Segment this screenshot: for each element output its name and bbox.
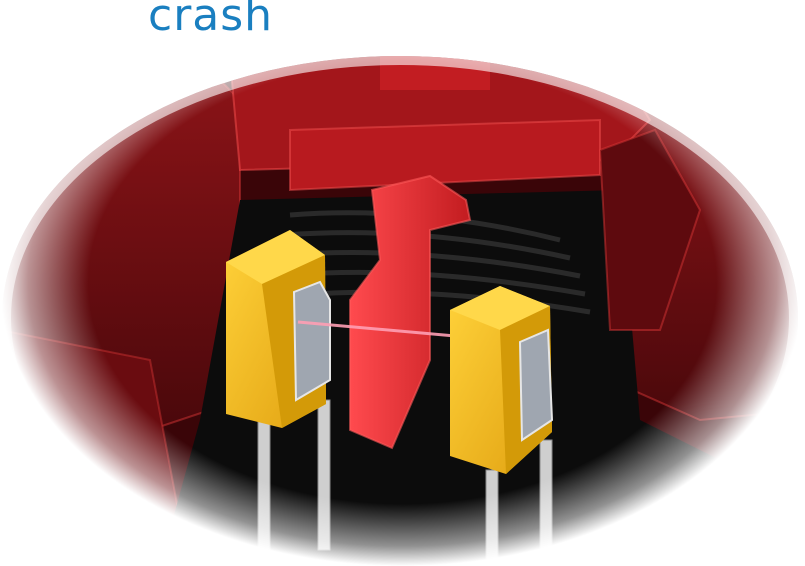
caption-text: crash	[148, 0, 273, 38]
